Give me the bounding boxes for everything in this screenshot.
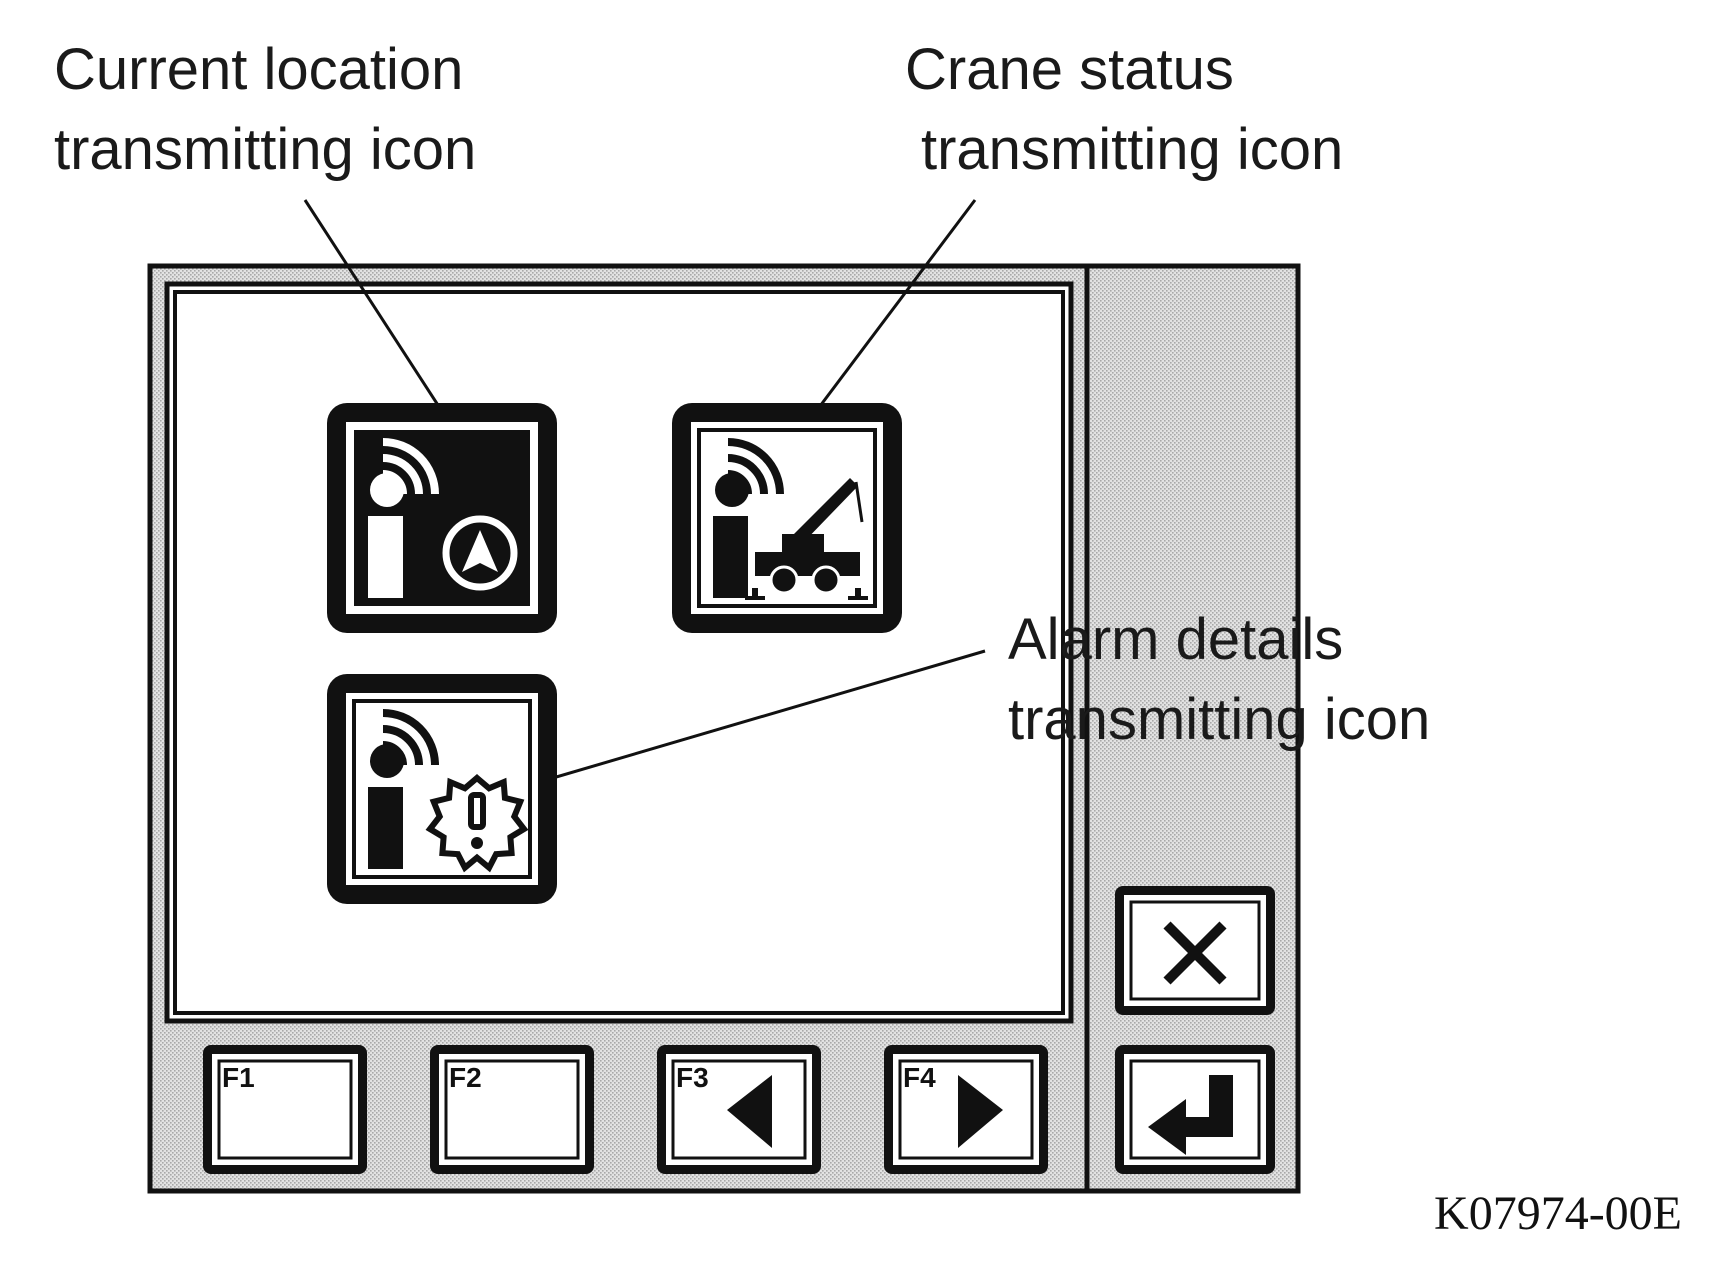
crane-status-callout: Crane status transmitting icon [905, 30, 1343, 190]
arrow-left-icon [727, 1075, 772, 1148]
callout-line: transmitting icon [1008, 687, 1431, 752]
f1-label: F1 [222, 1062, 255, 1093]
callout-line: Crane status [905, 37, 1234, 102]
close-icon [1163, 921, 1227, 985]
f4-button[interactable]: F4 [884, 1045, 1048, 1174]
f2-button[interactable]: F2 [430, 1045, 594, 1174]
callout-line: transmitting icon [921, 117, 1344, 182]
current-location-transmitting-icon[interactable] [327, 403, 557, 633]
f2-label: F2 [449, 1062, 482, 1093]
alarm-details-callout: Alarm details transmitting icon [1008, 600, 1430, 760]
callout-line: Current location [54, 37, 464, 102]
crane-status-transmitting-icon[interactable] [672, 403, 902, 633]
figure-code: K07974-00E [1434, 1187, 1682, 1240]
f1-button[interactable]: F1 [203, 1045, 367, 1174]
current-location-callout: Current location transmitting icon [54, 30, 476, 190]
arrow-right-icon [958, 1075, 1003, 1148]
enter-button[interactable] [1115, 1045, 1275, 1174]
f4-label: F4 [903, 1062, 936, 1093]
enter-icon [1148, 1075, 1233, 1155]
f3-button[interactable]: F3 [657, 1045, 821, 1174]
f3-label: F3 [676, 1062, 709, 1093]
callout-line: Alarm details [1008, 607, 1344, 672]
close-button[interactable] [1115, 886, 1275, 1015]
crane-silhouette [745, 478, 868, 600]
alarm-details-transmitting-icon[interactable] [327, 674, 557, 904]
callout-line: transmitting icon [54, 117, 477, 182]
